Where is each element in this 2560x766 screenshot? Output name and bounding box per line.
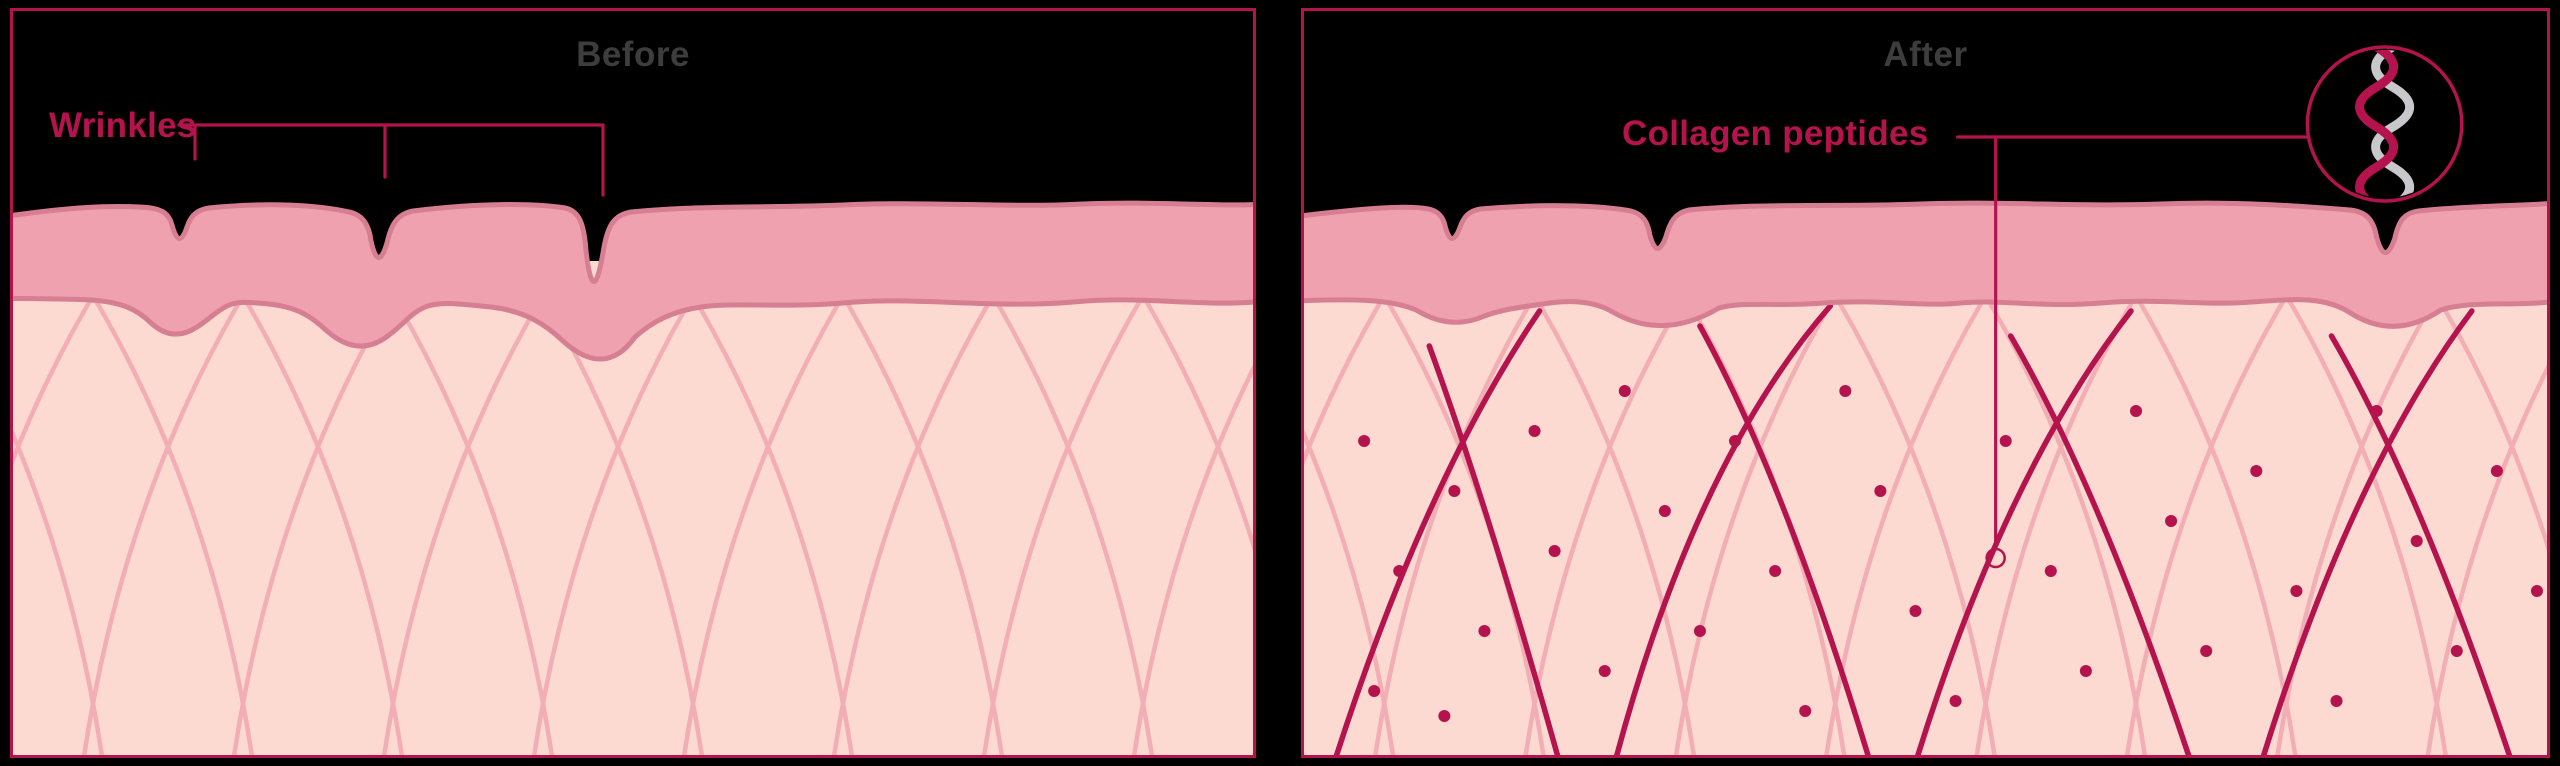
collagen-helix-icon (2305, 45, 2464, 203)
before-panel: Before Wrinkles (10, 8, 1256, 758)
connector-end-circle (1985, 547, 2006, 569)
dermis-layer (1304, 261, 2547, 755)
after-illustration (1304, 45, 2547, 755)
wrinkles-bracket-line (177, 123, 605, 197)
peptide-dots (1358, 385, 2543, 722)
epidermis-layer-wrinkled (13, 200, 1253, 362)
epidermis-layer-smoothed (1304, 200, 2547, 329)
magnifier-circle (2305, 45, 2464, 203)
new-collagen-fibers (1333, 303, 2513, 755)
collagen-connector-line (1955, 135, 2311, 569)
dermis-fiber-lattice (13, 276, 1253, 755)
before-illustration (13, 123, 1253, 755)
after-panel: After Collagen peptides (1301, 8, 2550, 758)
